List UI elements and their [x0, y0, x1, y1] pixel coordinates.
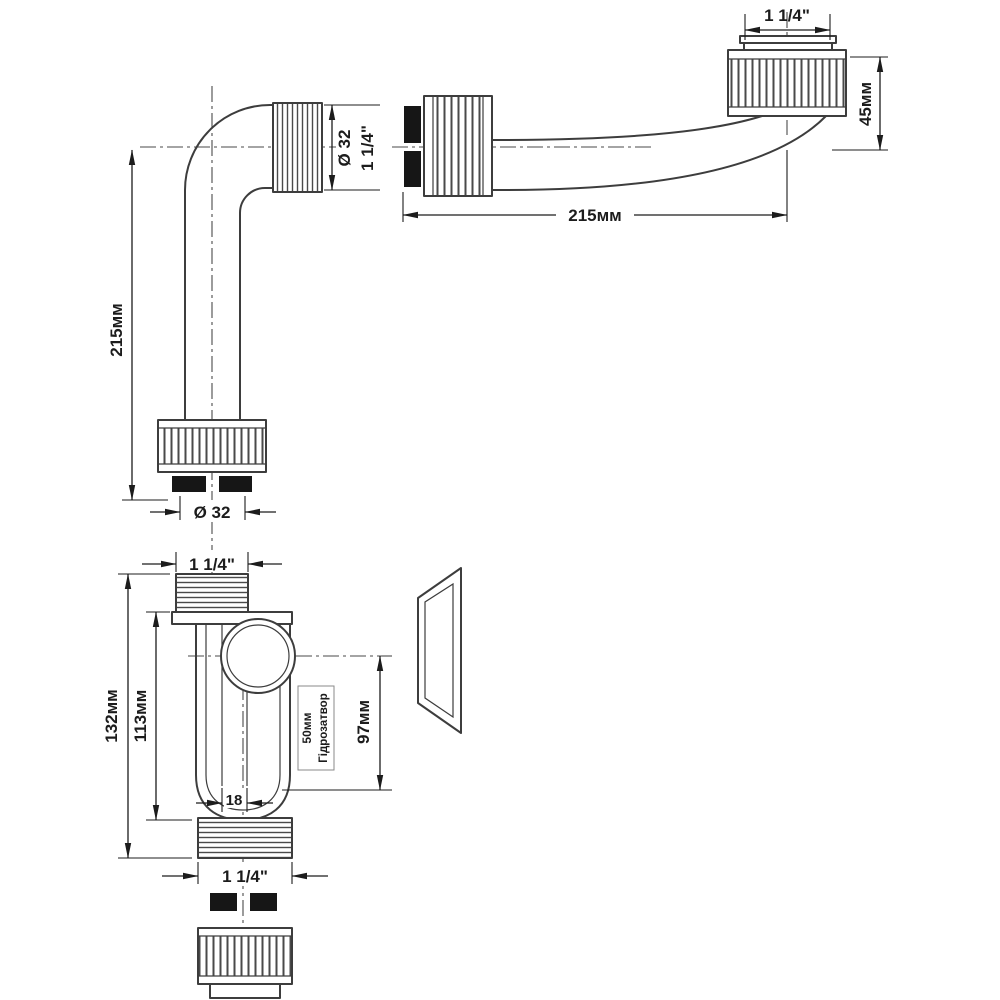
dim-outlet-length: 215мм — [568, 206, 622, 225]
body-gasket — [210, 893, 277, 911]
dim-outlet-nut-thread: 1 1/4" — [764, 6, 810, 25]
dim-body-total-height: 132мм — [102, 689, 121, 743]
dim-body-port-height: 97мм — [354, 700, 373, 744]
elbow-male-thread — [272, 102, 323, 193]
elbow-pipe-inner-edge — [239, 187, 274, 421]
outlet-pipe-top-edge — [491, 115, 763, 141]
body-dimensions: 1 1/4" 132мм 113мм 97мм 50мм Гідрозатвор… — [102, 550, 392, 886]
outlet-washer-stack — [739, 35, 837, 51]
dim-body-outlet-thread: 1 1/4" — [222, 867, 268, 886]
dim-body-tube-height: 113мм — [131, 690, 150, 743]
elbow-nut — [157, 419, 267, 473]
outlet-pipe-bottom-edge — [491, 115, 827, 192]
elbow-gasket — [172, 476, 252, 492]
dim-body-inner-width: 18 — [226, 792, 243, 809]
gasket-profile — [417, 567, 462, 734]
water-seal-size: 50мм — [300, 712, 314, 743]
water-seal-name: Гідрозатвор — [318, 693, 330, 762]
dim-elbow-height: 215мм — [107, 303, 126, 357]
outlet-gasket — [404, 106, 421, 187]
elbow-assembly — [157, 102, 323, 492]
dim-elbow-outlet-diameter: Ø 32 — [335, 130, 354, 167]
body-inlet-thread — [175, 573, 249, 613]
dim-elbow-base-diameter: Ø 32 — [194, 503, 231, 522]
outlet-top-nut — [727, 49, 847, 117]
body-bottom-nut — [197, 927, 293, 999]
elbow-pipe-outer-edge — [184, 104, 274, 421]
dim-body-inlet-thread: 1 1/4" — [189, 555, 235, 574]
dim-outlet-drop-height: 45мм — [856, 82, 875, 126]
outlet-dimensions: 1 1/4" 45мм 215мм — [402, 6, 888, 225]
elbow-dimensions: 215мм Ø 32 1 1/4" Ø 32 — [107, 104, 380, 522]
body-assembly — [171, 573, 296, 999]
overflow-port — [220, 618, 296, 694]
gasket-profile-inner — [424, 582, 454, 719]
dim-elbow-outlet-thread: 1 1/4" — [358, 125, 377, 171]
outlet-side-nut — [423, 95, 493, 197]
body-inner-wall — [205, 624, 281, 811]
water-seal-label: 50мм Гідрозатвор — [297, 685, 335, 771]
body-outlet-thread — [197, 817, 293, 859]
gasket-profile-outer — [417, 567, 462, 734]
outlet-pipe-assembly — [404, 35, 847, 197]
